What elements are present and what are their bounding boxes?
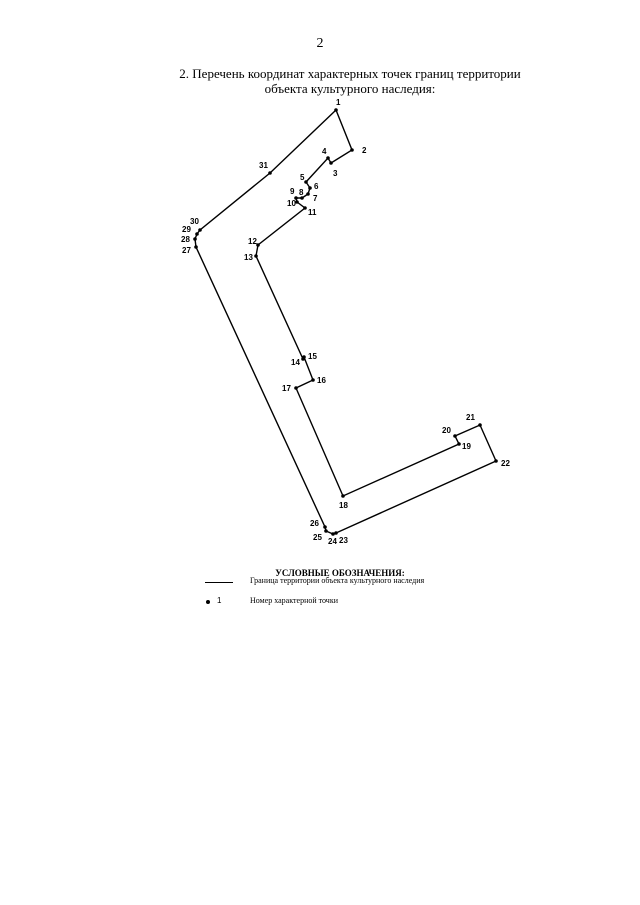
- boundary-point-label-20: 20: [442, 426, 451, 435]
- boundary-line: [194, 109, 497, 535]
- page-number: 2: [316, 36, 324, 51]
- boundary-point-label-19: 19: [462, 442, 471, 451]
- boundary-point-8: [300, 196, 304, 200]
- boundary-point-label-23: 23: [339, 536, 348, 545]
- boundary-point-label-29: 29: [182, 225, 191, 234]
- boundary-point-label-30: 30: [190, 217, 199, 226]
- boundary-point-label-24: 24: [328, 537, 337, 546]
- boundary-point-13: [254, 254, 258, 258]
- boundary-point-label-10: 10: [287, 199, 296, 208]
- boundary-point-label-15: 15: [308, 352, 317, 361]
- boundary-point-26: [323, 525, 327, 529]
- boundary-point-18: [341, 494, 345, 498]
- boundary-point-label-21: 21: [466, 413, 475, 422]
- boundary-point-label-18: 18: [339, 501, 348, 510]
- boundary-point-label-6: 6: [314, 182, 319, 191]
- boundary-point-2: [350, 148, 354, 152]
- boundary-point-label-22: 22: [501, 459, 510, 468]
- boundary-point-31: [268, 171, 272, 175]
- boundary-point-label-13: 13: [244, 253, 253, 262]
- boundary-points: 1234567891011121314151617181920212223242…: [181, 98, 510, 546]
- boundary-point-9: [294, 196, 298, 200]
- boundary-point-label-26: 26: [310, 519, 319, 528]
- boundary-point-25: [324, 529, 328, 533]
- boundary-point-label-16: 16: [317, 376, 326, 385]
- boundary-point-label-27: 27: [182, 246, 191, 255]
- boundary-point-28: [193, 237, 197, 241]
- boundary-point-21: [478, 423, 482, 427]
- boundary-point-6: [308, 186, 312, 190]
- boundary-point-23: [334, 531, 338, 535]
- boundary-point-label-17: 17: [282, 384, 291, 393]
- boundary-point-4: [326, 156, 330, 160]
- boundary-point-label-2: 2: [362, 146, 367, 155]
- boundary-point-16: [311, 378, 315, 382]
- boundary-point-label-1: 1: [336, 98, 341, 107]
- boundary-point-11: [303, 206, 307, 210]
- boundary-point-label-31: 31: [259, 161, 268, 170]
- boundary-point-1: [334, 108, 338, 112]
- boundary-point-label-28: 28: [181, 235, 190, 244]
- page-title: 2. Перечень координат характерных точек …: [100, 66, 600, 96]
- boundary-point-label-14: 14: [291, 358, 300, 367]
- boundary-point-30: [198, 228, 202, 232]
- page-title-line-2: объекта культурного наследия:: [264, 81, 436, 96]
- boundary-point-17: [294, 386, 298, 390]
- boundary-point-5: [304, 180, 308, 184]
- boundary-point-label-25: 25: [313, 533, 322, 542]
- boundary-point-label-12: 12: [248, 237, 257, 246]
- boundary-point-label-8: 8: [299, 188, 304, 197]
- boundary-point-label-9: 9: [290, 187, 295, 196]
- boundary-point-19: [457, 442, 461, 446]
- boundary-point-22: [494, 459, 498, 463]
- boundary-point-label-5: 5: [300, 173, 305, 182]
- boundary-point-7: [306, 192, 310, 196]
- boundary-point-29: [195, 232, 199, 236]
- boundary-point-12: [256, 243, 260, 247]
- boundary-point-24: [331, 532, 335, 536]
- boundary-point-label-7: 7: [313, 194, 318, 203]
- boundary-point-label-3: 3: [333, 169, 338, 178]
- boundary-point-3: [329, 161, 333, 165]
- boundary-point-label-11: 11: [308, 208, 317, 217]
- boundary-point-10: [295, 200, 299, 204]
- boundary-point-20: [453, 434, 457, 438]
- boundary-point-27: [194, 245, 198, 249]
- page-title-line-1: 2. Перечень координат характерных точек …: [179, 66, 521, 81]
- boundary-point-15: [302, 355, 306, 359]
- boundary-point-label-4: 4: [322, 147, 327, 156]
